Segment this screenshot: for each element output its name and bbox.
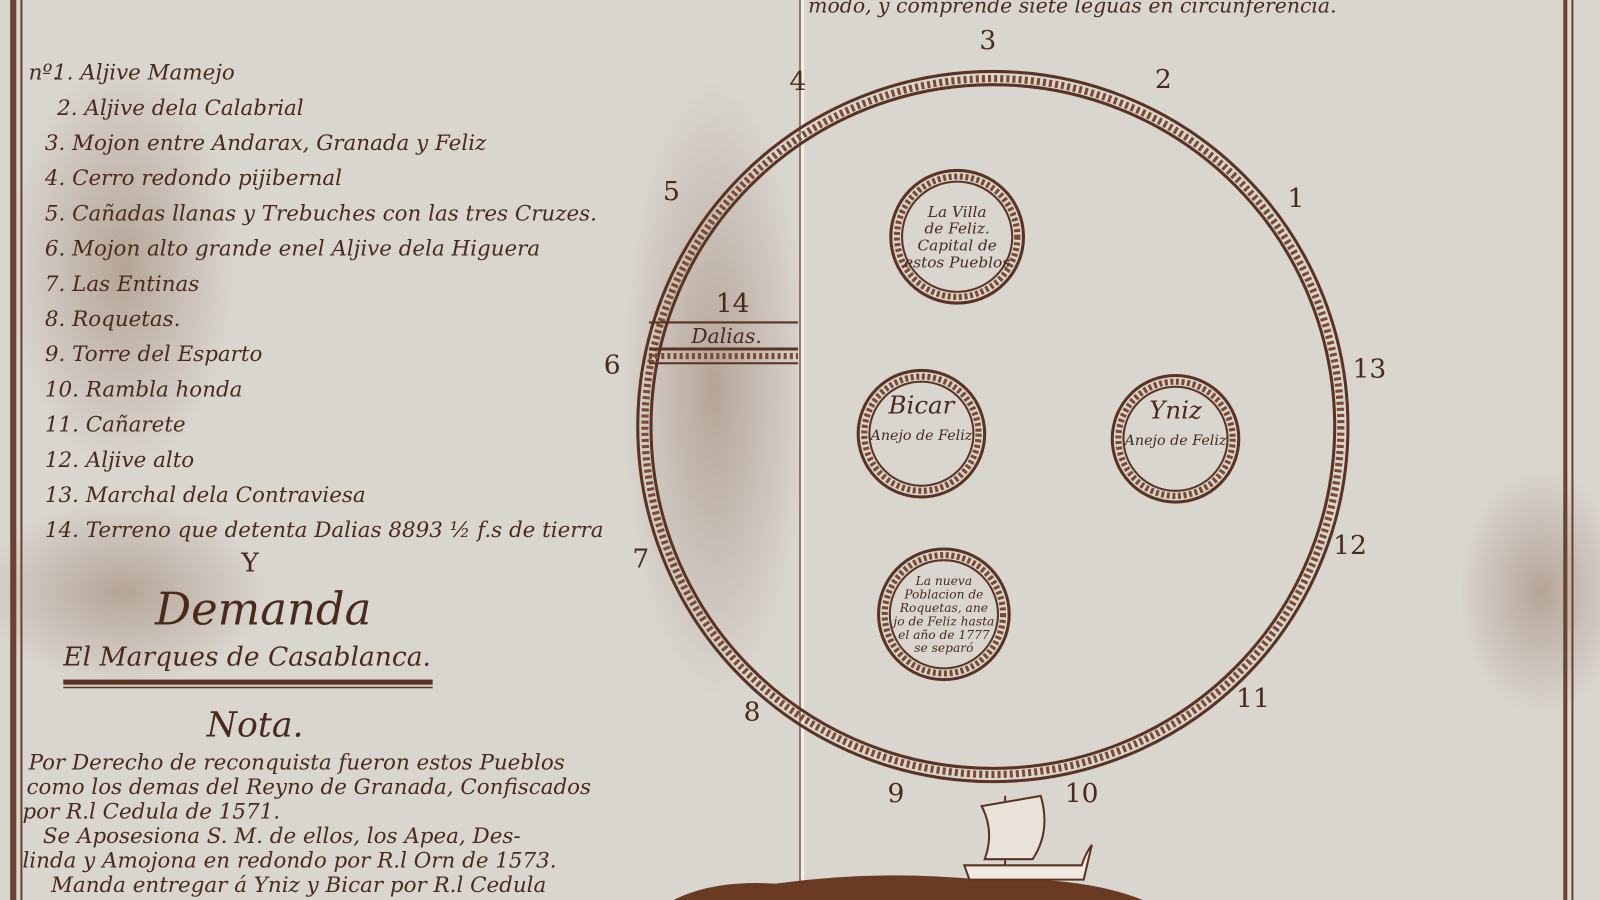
map-title: Demanda xyxy=(154,582,371,635)
nota-text: Por Derecho de reconquista fueron estos … xyxy=(22,750,591,897)
town-label-line: Capital de xyxy=(917,237,996,255)
town-label-line: estos Pueblos xyxy=(904,253,1010,271)
boundary-circle xyxy=(636,69,1350,784)
boundary-marker-2: 2 xyxy=(1155,64,1172,95)
town-label-line: La nueva xyxy=(915,574,973,588)
nota-line: linda y Amojona en redondo por R.l Orn d… xyxy=(22,848,556,873)
dalias-territory: Dalias. xyxy=(648,321,798,365)
header-fragment: modo, y comprende siete leguas en circun… xyxy=(808,0,1336,17)
boundary-marker-6: 6 xyxy=(604,349,621,380)
legend-item: 13. Marchal dela Contraviesa xyxy=(45,483,366,508)
town-label-line: Anejo de Feliz xyxy=(869,428,973,444)
conjunction: Y xyxy=(240,547,259,578)
legend-item: 8. Roquetas. xyxy=(45,307,181,332)
town-label-line: Roquetas, ane xyxy=(899,601,988,615)
map-subtitle: El Marques de Casablanca. xyxy=(62,641,431,672)
boundary-marker-4: 4 xyxy=(790,66,807,97)
town-label-line: Bicar xyxy=(888,390,956,419)
nota-line: Por Derecho de reconquista fueron estos … xyxy=(28,750,565,775)
legend: nº.1. Aljive Mamejo 2. Aljive dela Calabr… xyxy=(29,61,604,544)
legend-item: 9. Torre del Esparto xyxy=(45,342,263,367)
town-label-line: de Feliz. xyxy=(925,220,990,238)
boundary-marker-9: 9 xyxy=(887,778,904,809)
boundary-marker-10: 10 xyxy=(1065,778,1099,809)
legend-item: 2. Aljive dela Calabrial xyxy=(56,96,304,121)
nota-line: por R.l Cedula de 1571. xyxy=(22,799,280,824)
ship-icon xyxy=(673,794,1143,900)
legend-item: 12. Aljive alto xyxy=(45,448,194,473)
dalias-label: Dalias. xyxy=(690,324,762,348)
town-label-line: el año de 1777 xyxy=(898,628,990,642)
legend-prefix: nº. xyxy=(29,61,60,86)
boundary-marker-8: 8 xyxy=(744,696,761,727)
legend-item: 11. Cañarete xyxy=(45,413,186,438)
boundary-marker-13: 13 xyxy=(1353,354,1387,385)
divider xyxy=(63,679,433,689)
legend-item: 3. Mojon entre Andarax, Granada y Feliz xyxy=(45,131,487,156)
boundary-marker-7: 7 xyxy=(632,543,649,574)
page-border xyxy=(10,0,1574,900)
legend-item: 14. Terreno que detenta Dalias 8893 ½ f.… xyxy=(45,518,604,543)
boundary-marker-14: 14 xyxy=(716,288,750,319)
town-label-line: se separó xyxy=(914,641,973,655)
town-label-line: La Villa xyxy=(927,203,987,221)
legend-item: 4. Cerro redondo pijibernal xyxy=(44,166,342,191)
legend-item: 7. Las Entinas xyxy=(45,272,199,297)
town-label-line: Anejo de Feliz xyxy=(1123,433,1227,449)
boundary-marker-11: 11 xyxy=(1236,683,1270,714)
nota-line: Manda entregar á Yniz y Bicar por R.l Ce… xyxy=(50,873,546,898)
legend-item: 1. Aljive Mamejo xyxy=(53,61,235,86)
boundary-marker-5: 5 xyxy=(663,176,680,207)
town-label-line: jo de Feliz hasta xyxy=(890,614,994,628)
nota-line: como los demas del Reyno de Granada, Con… xyxy=(27,775,592,800)
legend-item: 10. Rambla honda xyxy=(45,377,243,402)
legend-item: 5. Cañadas llanas y Trebuches con las tr… xyxy=(45,201,597,226)
nota-line: Se Aposesiona S. M. de ellos, los Apea, … xyxy=(43,824,521,849)
boundary-marker-1: 1 xyxy=(1287,183,1304,214)
boundary-marker-12: 12 xyxy=(1333,530,1367,561)
town-label-line: Yniz xyxy=(1149,395,1203,424)
legend-item: 6. Mojon alto grande enel Aljive dela Hi… xyxy=(45,237,540,262)
town-label-line: Poblacion de xyxy=(903,587,983,601)
nota-heading: Nota. xyxy=(206,706,304,746)
boundary-marker-3: 3 xyxy=(979,25,996,56)
